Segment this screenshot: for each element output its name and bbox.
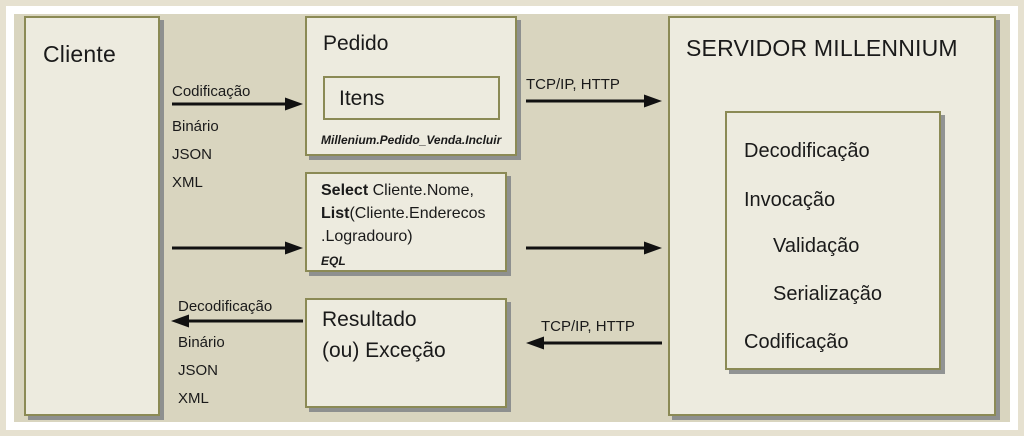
result-line-1: Resultado <box>322 308 417 331</box>
pedido-itens-title: Itens <box>339 87 385 110</box>
server-step-4: Codificação <box>744 331 849 353</box>
request-protocol-arrow <box>526 94 662 108</box>
result-box <box>305 298 507 408</box>
request-protocol-label: TCP/IP, HTTP <box>526 76 620 93</box>
query-box <box>305 172 507 272</box>
server-step-0: Decodificação <box>744 140 870 162</box>
decode-format-0: Binário <box>178 334 225 351</box>
encode-format-0: Binário <box>172 118 219 135</box>
pedido-itens-box <box>323 76 500 120</box>
decode-label: Decodificação <box>178 298 273 315</box>
response-protocol-label: TCP/IP, HTTP <box>541 318 635 335</box>
response-protocol-arrow <box>524 336 662 350</box>
client-title: Cliente <box>43 41 116 67</box>
query-line-2-rest: (Cliente.Enderecos <box>349 205 486 222</box>
pedido-title: Pedido <box>323 32 389 55</box>
decode-format-2: XML <box>178 390 209 407</box>
server-step-2: Validação <box>773 235 860 257</box>
encode-arrow <box>172 97 303 111</box>
query-line-2: List(Cliente.Enderecos <box>321 205 486 223</box>
pedido-caption: Millenium.Pedido_Venda.Incluir <box>321 133 502 147</box>
server-step-1: Invocação <box>744 189 836 211</box>
query-request-arrow-left <box>172 241 303 255</box>
decode-arrow <box>169 314 303 328</box>
query-line-1: Select Cliente.Nome, <box>321 182 474 200</box>
decode-format-1: JSON <box>178 362 219 379</box>
query-eql-tag: EQL <box>321 254 346 268</box>
query-line-3: .Logradouro) <box>321 228 413 245</box>
query-line-2-keyword: List <box>321 205 350 222</box>
encode-label: Codificação <box>172 83 251 100</box>
client-box <box>24 16 160 416</box>
query-request-arrow-right <box>526 241 662 255</box>
query-line-1-rest: Cliente.Nome, <box>368 182 474 199</box>
query-line-1-keyword: Select <box>321 182 369 199</box>
encode-format-1: JSON <box>172 146 213 163</box>
result-line-2: (ou) Exceção <box>322 339 446 362</box>
diagram-canvas: Cliente Codificação Binário JSON XML Ped… <box>14 14 1010 422</box>
server-title: SERVIDOR MILLENNIUM <box>686 35 958 61</box>
server-step-3: Serialização <box>773 283 882 305</box>
server-pipeline-box <box>725 111 941 370</box>
encode-format-2: XML <box>172 174 203 191</box>
